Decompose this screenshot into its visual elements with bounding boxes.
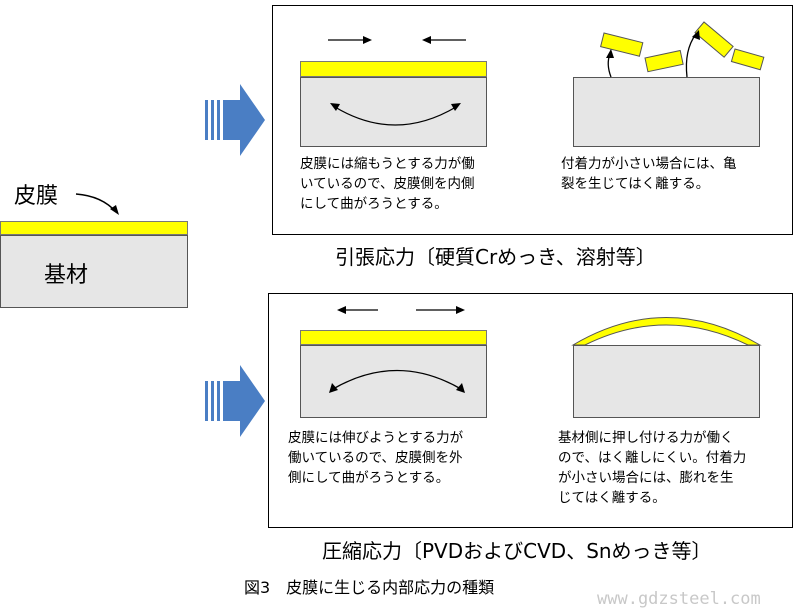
compressive-left-text: 皮膜には伸びようとする力が 働いているので、皮膜側を外 側にして曲がろうとする。 — [288, 430, 464, 486]
base-film-layer — [0, 221, 188, 235]
compressive-right-text: 基材側に押し付ける力が働く ので、はく離しにくい。付着力 が小さい場合には、膨れ… — [558, 430, 747, 506]
concave-bend-curve-icon — [330, 103, 461, 126]
tensile-caption: 引張応力〔硬質Crめっき、溶射等〕 — [335, 245, 656, 269]
substrate-label: 基材 — [44, 263, 89, 288]
compressive-blue-arrow-icon — [205, 365, 265, 437]
tensile-blue-arrow-icon — [205, 84, 265, 156]
contraction-arrow-right-icon — [328, 36, 372, 44]
tensile-film-layer — [300, 61, 487, 77]
compressive-caption: 圧縮応力〔PVDおよびCVD、Snめっき等〕 — [322, 539, 712, 563]
convex-bend-curve-icon — [329, 369, 465, 393]
blister-film-icon — [571, 317, 762, 346]
peeling-film-fragments-icon — [600, 21, 765, 73]
figure-caption: 図3 皮膜に生じる内部応力の種類 — [244, 578, 495, 597]
watermark: www.gdzsteel.com — [597, 589, 761, 609]
tensile-cracked-substrate — [573, 77, 760, 147]
tensile-right-text: 付着力が小さい場合には、亀 裂を生じてはく離する。 — [561, 156, 737, 192]
compressive-film-layer — [300, 330, 487, 345]
expansion-arrow-right-icon — [416, 306, 465, 314]
base-substrate — [0, 235, 188, 308]
compressive-blistered-substrate — [573, 345, 760, 418]
expansion-arrow-left-icon — [337, 306, 378, 314]
tensile-substrate — [300, 77, 487, 147]
contraction-arrow-left-icon — [422, 36, 466, 44]
compressive-substrate — [300, 345, 487, 418]
tensile-left-text: 皮膜には縮もうとする力が働 いているので、皮膜側を内側 にして曲がろうとする。 — [300, 156, 475, 212]
film-label: 皮膜 — [14, 184, 59, 209]
